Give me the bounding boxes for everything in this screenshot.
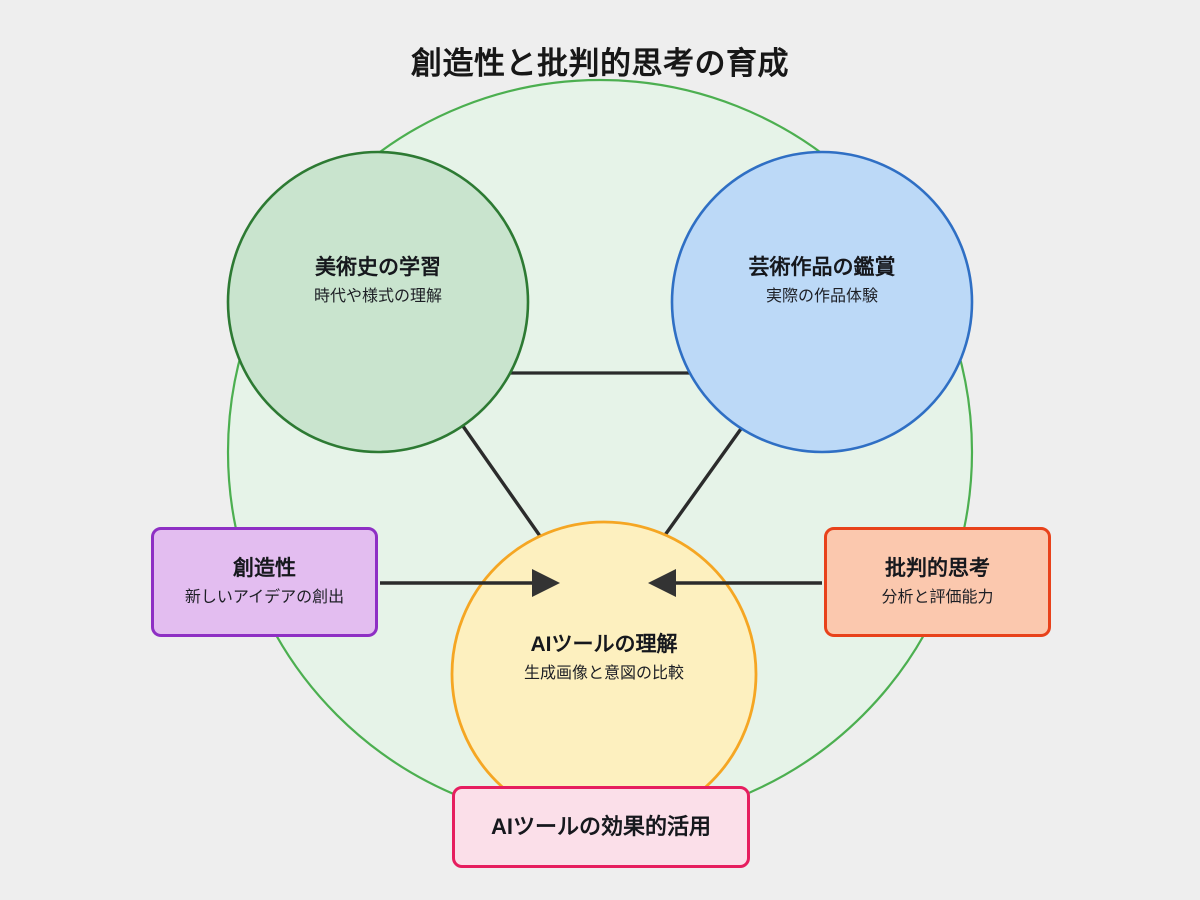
node-subtitle-critical-thinking: 分析と評価能力 — [881, 589, 994, 607]
connector-art-appreciation-to-ai-understanding — [648, 418, 750, 557]
node-box-creativity[interactable]: 創造性 新しいアイデアの創出 — [151, 527, 378, 637]
arrow-creativity-to-ai-understanding — [380, 569, 560, 597]
node-subtitle-creativity: 新しいアイデアの創出 — [184, 589, 345, 607]
node-circle-art-appreciation[interactable] — [670, 150, 974, 454]
connector-art-history-to-ai-understanding — [456, 418, 556, 557]
node-box-critical-thinking[interactable]: 批判的思考 分析と評価能力 — [824, 527, 1051, 637]
node-title-critical-thinking: 批判的思考 — [885, 556, 990, 580]
node-circle-ai-understanding[interactable] — [450, 520, 758, 828]
node-title-effective-use: AIツールの効果的活用 — [490, 813, 711, 839]
node-box-effective-use[interactable]: AIツールの効果的活用 — [452, 786, 750, 868]
arrow-critical-thinking-to-ai-understanding — [648, 569, 822, 597]
node-title-creativity: 創造性 — [233, 556, 296, 580]
node-circle-art-history[interactable] — [226, 150, 530, 454]
page-title: 創造性と批判的思考の育成 — [411, 46, 789, 81]
